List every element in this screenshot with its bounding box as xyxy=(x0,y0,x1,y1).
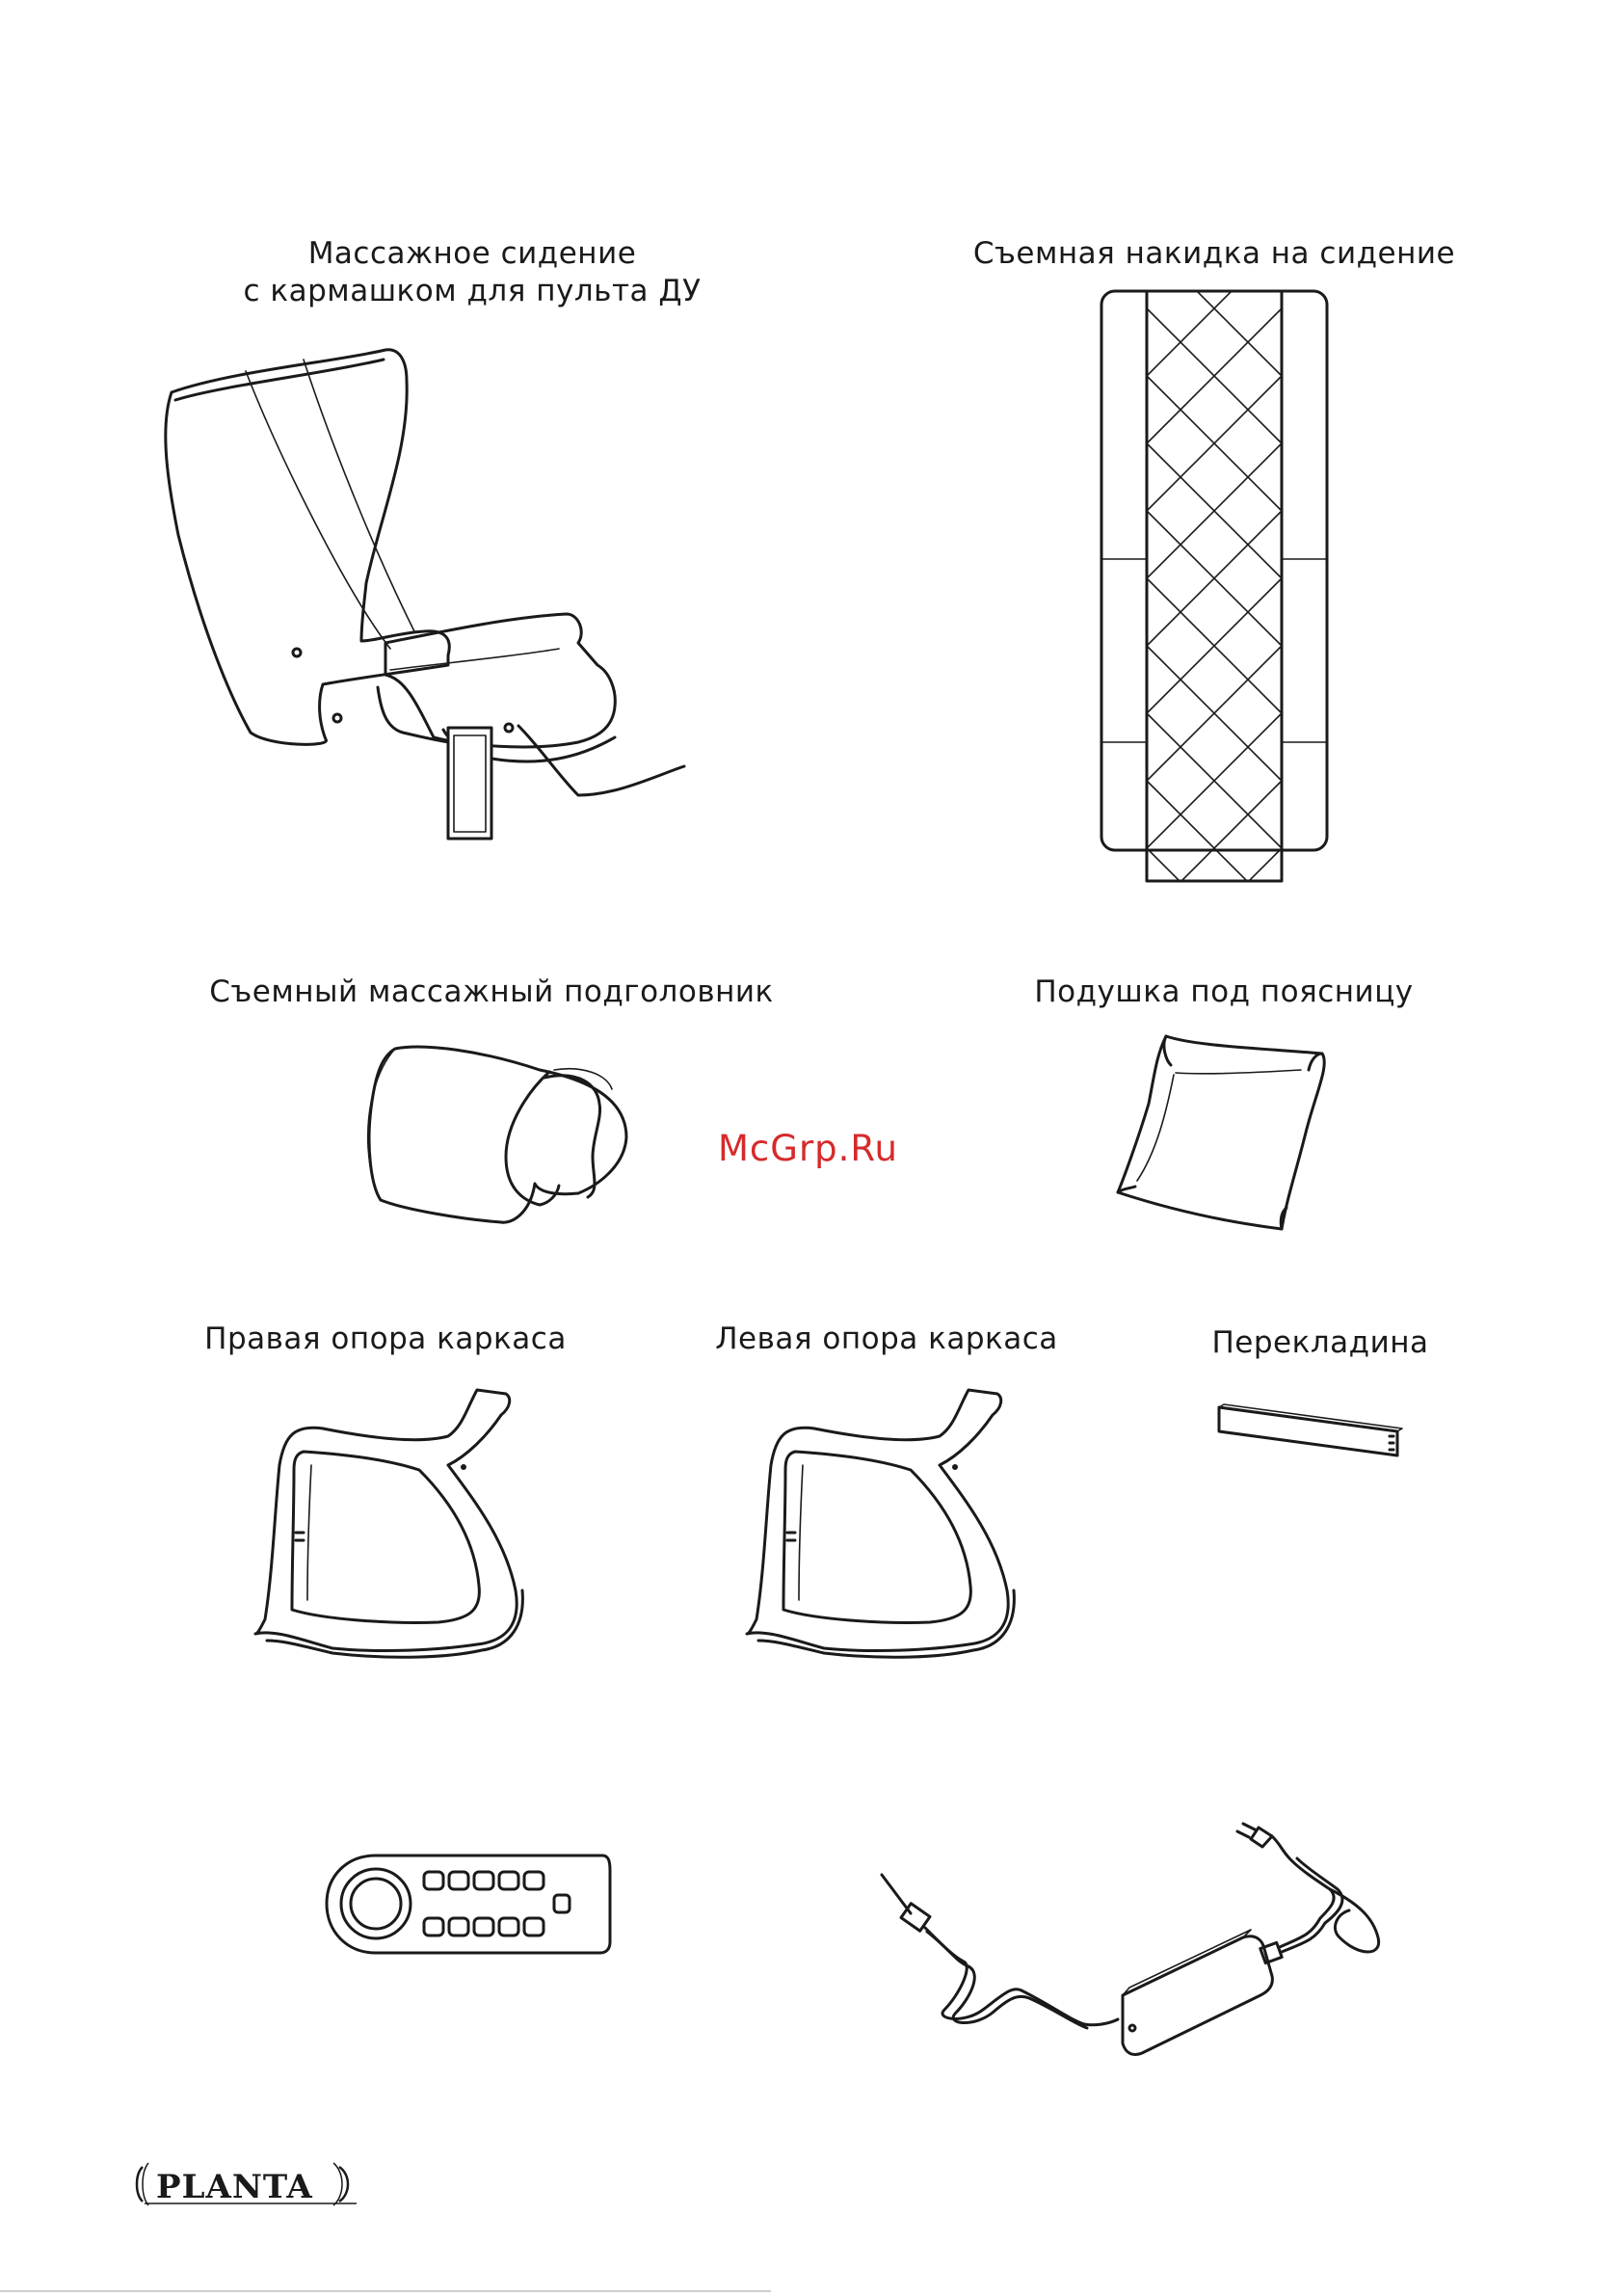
seat-label-line1: Массажное сидение xyxy=(222,235,723,273)
massage-seat-illustration xyxy=(154,342,829,853)
cover-label: Съемная накидка на сидение xyxy=(944,235,1484,273)
svg-text:PLANTA: PLANTA xyxy=(156,2168,313,2206)
crossbar-illustration xyxy=(1214,1402,1407,1470)
seat-label: Массажное сидение с кармашком для пульта… xyxy=(222,235,723,310)
crossbar-label: Перекладина xyxy=(1176,1324,1465,1362)
pillow-label: Подушка под поясницу xyxy=(1002,974,1446,1011)
pillow-illustration xyxy=(1099,1027,1339,1239)
power-adapter-illustration xyxy=(877,1822,1397,2092)
left-support-label: Левая опора каркаса xyxy=(675,1321,1099,1358)
right-support-label: Правая опора каркаса xyxy=(173,1321,597,1358)
seat-cover-illustration xyxy=(1094,289,1335,887)
watermark-text: McGrp.Ru xyxy=(718,1128,898,1169)
left-frame-support-illustration xyxy=(737,1388,1026,1668)
headrest-illustration xyxy=(347,1031,636,1234)
right-frame-support-illustration xyxy=(246,1388,535,1668)
remote-control-illustration xyxy=(323,1851,612,1957)
headrest-label: Съемный массажный подголовник xyxy=(183,974,800,1011)
seat-label-line2: с кармашком для пульта ДУ xyxy=(222,273,723,310)
splantas-logo: PLANTA xyxy=(135,2157,366,2211)
footer-divider xyxy=(0,2290,771,2292)
